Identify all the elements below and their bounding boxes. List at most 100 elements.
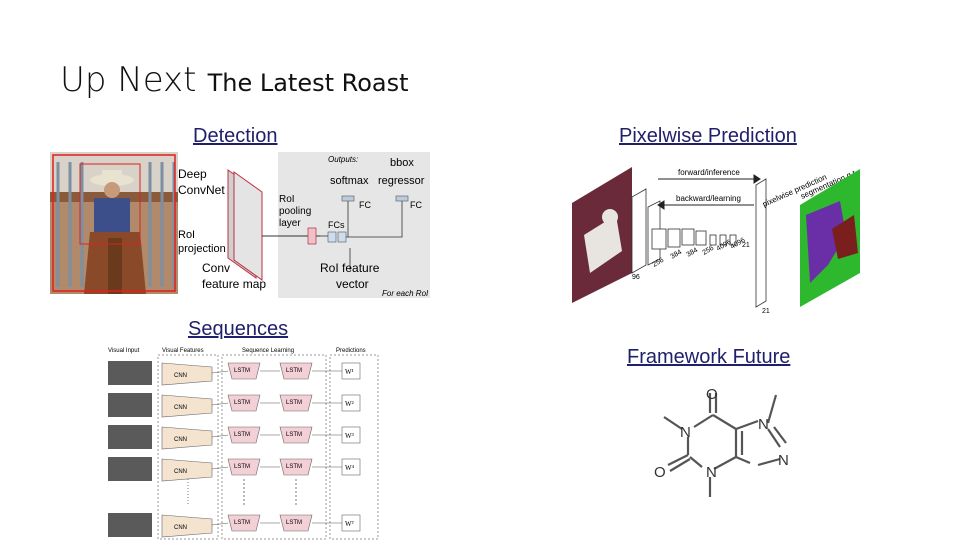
- label-for-each: For each RoI: [382, 289, 429, 298]
- label-backward: backward/learning: [676, 194, 741, 203]
- prediction-label: Wᵀ: [345, 520, 355, 528]
- lstm-block-1: [227, 514, 261, 532]
- arrow-cnn-lstm: [211, 370, 229, 374]
- prediction-label: W²: [345, 400, 354, 408]
- pixelwise-figure: 96 256 384 384 256 4096 4096 21 21 forwa…: [570, 155, 862, 315]
- fcs-box-1: [327, 231, 337, 243]
- title-subtitle: The Latest Roast: [207, 69, 409, 97]
- num-96: 96: [632, 274, 640, 281]
- atom-n-right-top: N: [758, 416, 769, 433]
- label-outputs: Outputs:: [328, 155, 358, 164]
- lstm-block-2: [279, 362, 313, 380]
- label-regressor: regressor: [378, 175, 425, 187]
- arrow-cnn-lstm: [211, 434, 229, 438]
- lstm-label-1: LSTM: [234, 400, 250, 406]
- frame-thumbnail: [108, 513, 152, 537]
- lstm-block-2: [279, 458, 313, 476]
- label-roi-pool-1: RoI: [279, 194, 295, 205]
- label-convnet: ConvNet: [178, 183, 225, 197]
- lstm-label-2: LSTM: [286, 520, 302, 526]
- atom-o-top: O: [706, 386, 718, 403]
- atom-n-bottom: N: [706, 464, 717, 481]
- lstm-block-1: [227, 458, 261, 476]
- label-roi-pool-2: pooling: [279, 206, 311, 217]
- segmentation-map: [800, 169, 860, 307]
- label-conv-1: Conv: [202, 261, 230, 275]
- detection-link[interactable]: Detection: [193, 125, 278, 147]
- atom-o-left: O: [654, 464, 666, 481]
- num-21b: 21: [762, 308, 770, 315]
- sequences-link[interactable]: Sequences: [188, 318, 289, 340]
- sequences-figure: Visual Input Visual Features Sequence Le…: [104, 345, 380, 540]
- caffeine-molecule: O N N N N O: [654, 386, 789, 497]
- framework-future-link[interactable]: Framework Future: [627, 346, 791, 368]
- lstm-label-2: LSTM: [286, 368, 302, 374]
- head-connectors: [316, 201, 403, 270]
- cnn-label: CNN: [174, 373, 187, 379]
- pixelwise-prediction-link[interactable]: Pixelwise Prediction: [619, 125, 797, 147]
- lstm-label-2: LSTM: [286, 464, 302, 470]
- lstm-label-2: LSTM: [286, 400, 302, 406]
- frame-thumbnail: [108, 425, 152, 449]
- flow-arrows: [657, 174, 761, 210]
- cat-photo: [572, 167, 632, 303]
- cnn-label: CNN: [174, 469, 187, 475]
- molecule-bonds: [663, 393, 787, 497]
- conv-feature-map-shape: [227, 169, 320, 281]
- label-bbox: bbox: [390, 157, 414, 169]
- col-visual-features: Visual Features: [162, 348, 204, 354]
- lstm-label-1: LSTM: [234, 432, 250, 438]
- lstm-block-2: [279, 514, 313, 532]
- detection-figure: Deep ConvNet RoI projection Conv feature…: [50, 152, 430, 298]
- atom-n-left: N: [680, 424, 691, 441]
- roi-head-box: [278, 152, 430, 298]
- frame-thumbnail: [108, 393, 152, 417]
- detection-diagram: Deep ConvNet RoI projection Conv feature…: [50, 152, 430, 298]
- cnn-label: CNN: [174, 437, 187, 443]
- frame-thumbnail: [108, 457, 152, 481]
- num-256: 256: [652, 257, 666, 269]
- atom-n-right-bottom: N: [778, 452, 789, 469]
- arrow-cnn-lstm: [211, 466, 229, 470]
- fcn-diagram: 96 256 384 384 256 4096 4096 21 21 forwa…: [572, 167, 860, 315]
- col-sequence-learning: Sequence Learning: [242, 348, 294, 354]
- fc-box-left: [341, 195, 355, 202]
- cnn-block: [161, 426, 213, 450]
- title-main: Up Next: [60, 60, 197, 100]
- col-visual-input: Visual Input: [108, 348, 140, 354]
- cnn-block: [161, 394, 213, 418]
- col-predictions: Predictions: [336, 348, 366, 354]
- num-21a: 21: [742, 242, 750, 249]
- arrow-cnn-lstm: [211, 522, 229, 526]
- prediction-label: W¹: [345, 368, 354, 376]
- label-roi-pool-3: layer: [279, 218, 301, 229]
- framework-figure: O N N N N O: [650, 385, 820, 510]
- label-forward: forward/inference: [678, 168, 740, 177]
- molecule-atoms: O N N N N O: [654, 386, 789, 481]
- lstm-block-1: [227, 426, 261, 444]
- column-boxes: [157, 354, 379, 540]
- lstm-block-1: [227, 394, 261, 412]
- num-256b: 256: [702, 245, 716, 257]
- cnn-block: [161, 458, 213, 482]
- label-roi-vec-2: vector: [336, 277, 369, 291]
- cnn-label: CNN: [174, 405, 187, 411]
- frame-thumbnail: [108, 361, 152, 385]
- label-fcs: FCs: [328, 220, 345, 230]
- num-384a: 384: [670, 249, 684, 261]
- label-conv-2: feature map: [202, 277, 266, 291]
- lstm-block-2: [279, 426, 313, 444]
- lstm-label-2: LSTM: [286, 432, 302, 438]
- arrow-cnn-lstm: [211, 402, 229, 406]
- prediction-label: W⁴: [345, 464, 355, 472]
- label-roi-proj-2: projection: [178, 243, 226, 255]
- lstm-block-2: [279, 394, 313, 412]
- cowboy-photo: [50, 152, 178, 294]
- label-roi-proj-1: RoI: [178, 229, 195, 241]
- lstm-label-1: LSTM: [234, 368, 250, 374]
- fc-box-right: [395, 195, 409, 202]
- label-roi-vec-1: RoI feature: [320, 261, 380, 275]
- label-deep: Deep: [178, 167, 207, 181]
- lstm-label-1: LSTM: [234, 464, 250, 470]
